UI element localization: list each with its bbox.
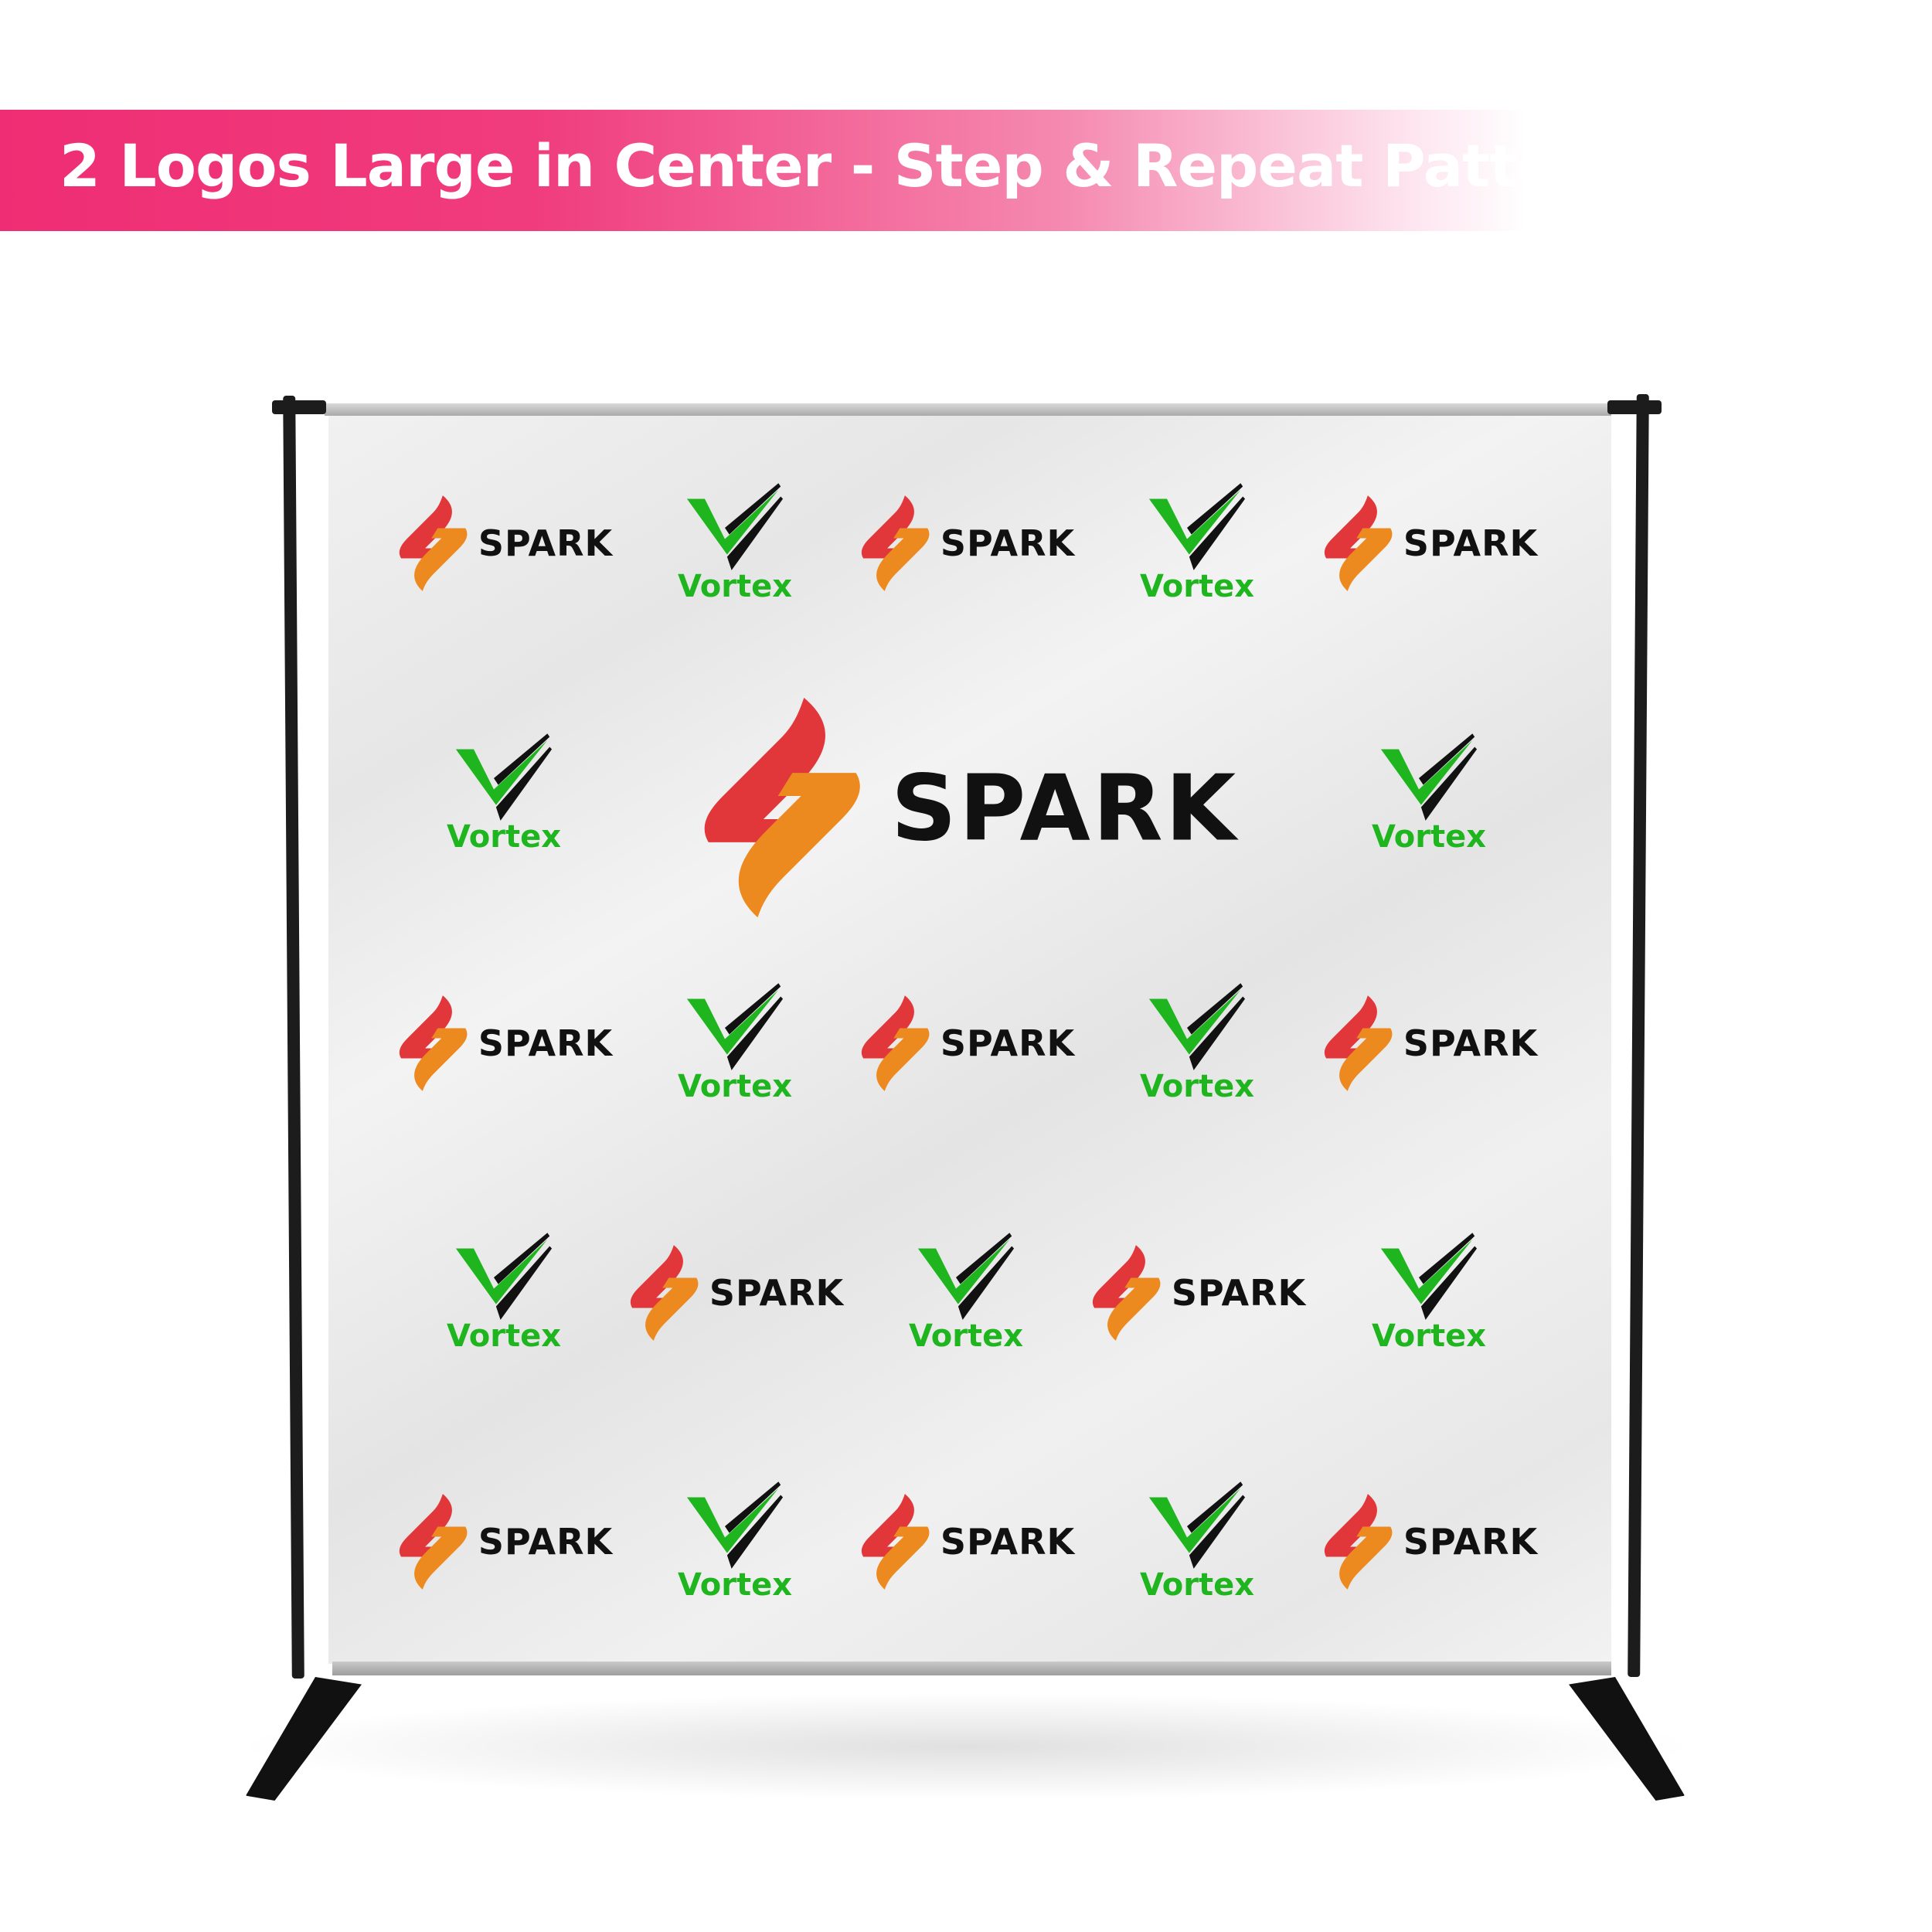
vortex-wordmark: Vortex xyxy=(677,569,793,604)
spark-logo: SPARK xyxy=(395,993,613,1094)
vortex-icon xyxy=(1148,1481,1246,1569)
vortex-logo: Vortex xyxy=(1140,982,1254,1104)
vortex-wordmark: Vortex xyxy=(446,819,562,855)
vortex-wordmark: Vortex xyxy=(677,1069,793,1104)
spark-icon xyxy=(861,1494,930,1590)
vortex-wordmark: Vortex xyxy=(1139,569,1255,604)
vortex-wordmark: Vortex xyxy=(1371,819,1487,855)
banner-title: 2 Logos Large in Center - Step & Repeat … xyxy=(60,131,1626,200)
right-pole-cap xyxy=(1607,400,1662,414)
vortex-wordmark: Vortex xyxy=(677,1567,793,1603)
spark-icon xyxy=(630,1245,699,1341)
spark-wordmark: SPARK xyxy=(1171,1271,1307,1314)
vortex-logo: Vortex xyxy=(1140,1481,1254,1603)
vortex-icon xyxy=(917,1233,1015,1320)
spark-icon xyxy=(1092,1245,1161,1341)
spark-wordmark: SPARK xyxy=(1403,522,1539,564)
spark-logo-large: SPARK xyxy=(694,692,1238,923)
vortex-wordmark: Vortex xyxy=(908,1318,1024,1354)
vortex-wordmark: Vortex xyxy=(1139,1567,1255,1603)
spark-wordmark: SPARK xyxy=(478,522,614,564)
spark-wordmark: SPARK xyxy=(940,1520,1076,1563)
spark-logo: SPARK xyxy=(1088,1243,1306,1343)
vortex-logo: Vortex xyxy=(1372,1232,1486,1354)
top-crossbar xyxy=(325,403,1611,416)
bottom-crossbar xyxy=(332,1662,1611,1675)
spark-wordmark: SPARK xyxy=(890,754,1239,861)
spark-logo: SPARK xyxy=(626,1243,844,1343)
vortex-wordmark: Vortex xyxy=(446,1318,562,1354)
vortex-icon xyxy=(1148,983,1246,1070)
vortex-logo: Vortex xyxy=(909,1232,1023,1354)
spark-wordmark: SPARK xyxy=(940,522,1076,564)
spark-icon xyxy=(861,495,930,591)
title-banner: 2 Logos Large in Center - Step & Repeat … xyxy=(0,110,1626,231)
vortex-logo: Vortex xyxy=(678,982,792,1104)
spark-logo: SPARK xyxy=(1320,1492,1538,1592)
spark-wordmark: SPARK xyxy=(1403,1520,1539,1563)
vortex-logo: Vortex xyxy=(1140,482,1254,604)
vortex-icon xyxy=(1148,483,1246,570)
vortex-logo: Vortex xyxy=(447,733,561,855)
vortex-icon xyxy=(686,1481,784,1569)
vortex-icon xyxy=(686,483,784,570)
spark-wordmark: SPARK xyxy=(478,1520,614,1563)
spark-icon xyxy=(399,995,468,1091)
spark-icon xyxy=(704,697,860,918)
spark-logo: SPARK xyxy=(857,493,1075,594)
spark-wordmark: SPARK xyxy=(709,1271,845,1314)
spark-logo: SPARK xyxy=(857,993,1075,1094)
spark-icon xyxy=(399,495,468,591)
vortex-icon xyxy=(455,733,553,821)
spark-icon xyxy=(1324,1494,1393,1590)
right-pole xyxy=(1628,393,1649,1678)
spark-logo: SPARK xyxy=(1320,493,1538,594)
spark-wordmark: SPARK xyxy=(478,1022,614,1064)
vortex-logo: Vortex xyxy=(447,1232,561,1354)
spark-wordmark: SPARK xyxy=(1403,1022,1539,1064)
vortex-wordmark: Vortex xyxy=(1139,1069,1255,1104)
vortex-wordmark: Vortex xyxy=(1371,1318,1487,1354)
left-pole-cap xyxy=(272,400,326,414)
vortex-icon xyxy=(686,983,784,1070)
spark-icon xyxy=(861,995,930,1091)
vortex-icon xyxy=(1380,733,1478,821)
spark-icon xyxy=(1324,995,1393,1091)
spark-wordmark: SPARK xyxy=(940,1022,1076,1064)
vortex-logo: Vortex xyxy=(1372,733,1486,855)
vortex-logo: Vortex xyxy=(678,482,792,604)
spark-logo: SPARK xyxy=(395,1492,613,1592)
floor-shadow xyxy=(232,1692,1700,1801)
spark-logo: SPARK xyxy=(395,493,613,594)
backdrop-fabric xyxy=(328,413,1611,1664)
spark-logo: SPARK xyxy=(1320,993,1538,1094)
vortex-logo: Vortex xyxy=(678,1481,792,1603)
spark-logo: SPARK xyxy=(857,1492,1075,1592)
vortex-icon xyxy=(455,1233,553,1320)
left-pole xyxy=(283,395,304,1679)
spark-icon xyxy=(399,1494,468,1590)
vortex-icon xyxy=(1380,1233,1478,1320)
spark-icon xyxy=(1324,495,1393,591)
